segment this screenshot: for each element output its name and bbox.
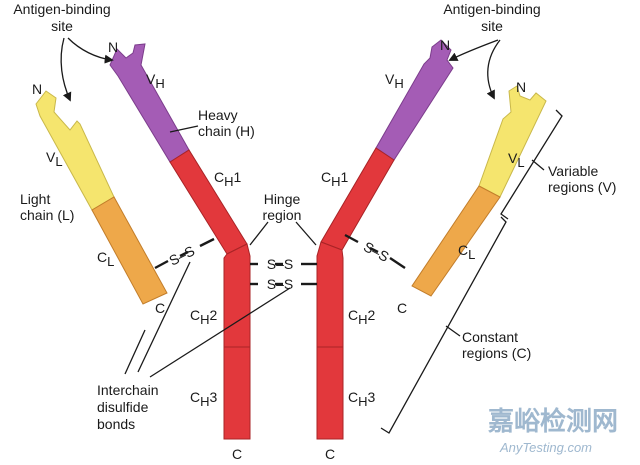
watermark-english: AnyTesting.com [499,440,592,455]
heavy-chain-label-2: chain (H) [198,123,255,139]
n-terminus-right-light: N [516,79,526,95]
left-heavy-chain-variable-domain [109,43,190,163]
left-ch3-label: CH3 [190,389,218,409]
right-ch3-label: CH3 [348,389,376,409]
interchain-leader-line-1 [137,261,191,373]
watermark-chinese: 嘉峪检测网 [488,406,618,437]
left-vh-label: VH [146,71,165,91]
disulfide-label-hinge-bottom: S–S [267,276,293,292]
variable-regions-bracket [500,109,563,220]
disulfide-label-left: S–S [166,242,197,268]
right-interchain-disulfide-bond [344,233,406,269]
hinge-leader-line-left [249,221,269,246]
light-chain-label: Light [20,191,50,207]
interchain-leader-line-2 [149,287,291,378]
left-heavy-chain-ch1-domain [169,149,248,255]
right-heavy-chain-ch3-domain [316,346,344,440]
c-terminus-left-heavy: C [232,446,242,462]
left-ch1-label: CH1 [214,169,242,189]
n-terminus-right-heavy: N [440,37,450,53]
heavy-chain-leader-line [169,125,199,133]
right-heavy-chain-variable-domain [375,39,454,161]
hinge-region-label: Hinge [264,191,301,207]
c-terminus-right-light: C [397,300,407,316]
hinge-leader-line-right [295,221,317,246]
left-heavy-chain-ch3-domain [223,346,251,440]
heavy-chain-label: Heavy [198,107,238,123]
right-cl-label: CL [458,242,475,262]
right-light-chain-constant-domain [411,185,501,297]
left-vl-label: VL [46,149,63,169]
hinge-region-label-2: region [263,207,302,223]
right-ch1-label: CH1 [321,169,349,189]
left-ch2-label: CH2 [190,307,218,327]
n-terminus-left-heavy: N [108,39,118,55]
c-terminus-left-light: C [155,300,165,316]
right-light-chain-variable-domain [478,85,547,198]
n-terminus-left-light: N [32,81,42,97]
interchain-disulfide-bonds-label-2: disulfide [97,399,149,415]
left-antigen-site-arrow-to-heavy [67,37,114,64]
right-heavy-chain-ch1-domain [320,147,395,251]
left-antigen-binding-site-label-2: site [51,18,73,34]
left-light-chain-constant-domain [91,196,168,305]
right-antigen-site-arrow-to-light [486,39,501,100]
left-interchain-disulfide-bond [154,237,215,270]
left-antigen-binding-site-label: Antigen-binding [13,1,110,17]
light-chain-label-2: chain (L) [20,207,74,223]
interchain-leader-line-3 [124,329,146,375]
constant-regions-label: Constant [462,329,518,345]
left-light-chain-variable-domain [35,90,115,211]
interchain-disulfide-bonds-label-3: bonds [97,416,135,432]
variable-regions-label-2: regions (V) [548,179,616,195]
right-ch2-label: CH2 [348,307,376,327]
right-heavy-chain-ch2-domain [316,241,344,348]
hinge-disulfide-bonds [250,262,317,286]
c-terminus-right-heavy: C [325,446,335,462]
disulfide-label-right: S–S [361,238,392,265]
right-vl-label: VL [508,150,525,170]
right-vh-label: VH [385,71,404,91]
variable-regions-label: Variable [548,163,599,179]
disulfide-label-hinge-top: S–S [267,256,293,272]
constant-regions-leader [445,325,461,337]
left-heavy-chain-ch2-domain [223,243,251,348]
right-antigen-binding-site-label-2: site [481,18,503,34]
constant-regions-label-2: regions (C) [462,345,531,361]
interchain-disulfide-bonds-label: Interchain [97,382,158,398]
left-antigen-site-arrow-to-light [60,37,72,102]
right-antigen-site-arrow-to-heavy [448,39,499,61]
variable-regions-leader [531,159,545,171]
left-cl-label: CL [97,249,114,269]
right-antigen-binding-site-label: Antigen-binding [443,1,540,17]
